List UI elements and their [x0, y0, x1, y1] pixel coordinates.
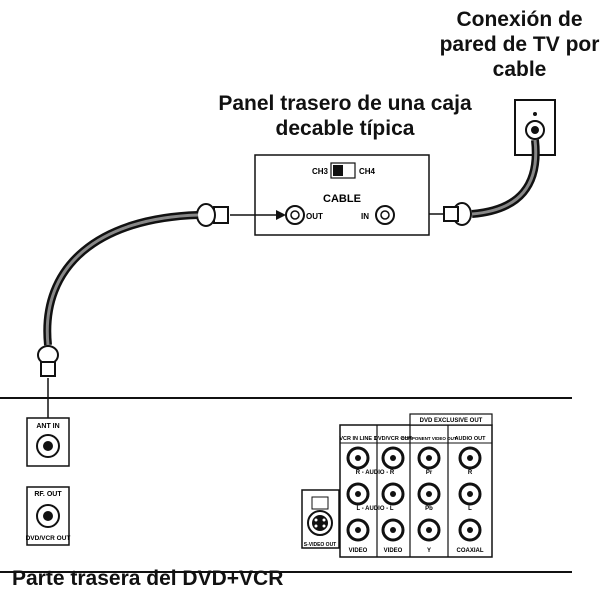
rca-jack-pin [355, 455, 361, 461]
s-video-label: S-VIDEO OUT [304, 542, 337, 548]
rf-in-jack [26, 417, 70, 467]
rca-jack-pin [426, 491, 432, 497]
rca-jack-pin [355, 527, 361, 533]
out-label: OUT [306, 212, 323, 221]
rca-jack-pin [390, 491, 396, 497]
rf-out-label: RF. OUT [34, 491, 62, 498]
rca-jack-pin [355, 491, 361, 497]
pr-label: Pr [426, 470, 433, 476]
col-component: COMPONENT VIDEO OUT [401, 436, 457, 441]
rca-jack-pin [467, 491, 473, 497]
s-video-jack [301, 489, 340, 549]
cable-box-panel [254, 154, 430, 236]
in-label: IN [361, 212, 369, 221]
video-label-2: VIDEO [384, 548, 403, 554]
coaxial-label: COAXIAL [457, 548, 484, 554]
dvd-vcr-caption: Parte trasera del DVD+VCR [12, 567, 284, 590]
wall-jack-title: Conexión de pared de TV por cable [439, 8, 600, 81]
rca-jack-pin [467, 527, 473, 533]
pb-label: Pb [425, 506, 433, 512]
y-label: Y [427, 548, 431, 554]
row-audio-l: L - AUDIO - L [357, 506, 394, 512]
col-vcr-in: VCR IN LINE 1 [339, 436, 376, 442]
rca-jack-pin [390, 527, 396, 533]
cable-box-title: Panel trasero de una caja decable típica [218, 92, 472, 140]
av-jacks [346, 446, 482, 542]
rca-jack-pin [426, 455, 432, 461]
rca-jack-pin [467, 455, 473, 461]
col-audio-out: AUDIO OUT [455, 436, 487, 442]
r-label: R [468, 470, 473, 476]
rca-jack-pin [426, 527, 432, 533]
l-label: L [468, 506, 472, 512]
rca-jack-pin [390, 455, 396, 461]
dvd-vcr-out-label: DVD/VCR OUT [26, 535, 71, 542]
rf-out-jack [26, 486, 70, 546]
rf-in-label: ANT IN [36, 423, 59, 430]
row-audio-r: R - AUDIO - R [356, 470, 395, 476]
exclusive-header: DVD EXCLUSIVE OUT [420, 418, 483, 424]
cable-label: CABLE [323, 193, 361, 205]
cable-box-to-dvd [37, 203, 286, 428]
video-label-1: VIDEO [349, 548, 368, 554]
ch3-label: CH3 [312, 167, 329, 176]
ch4-label: CH4 [359, 167, 376, 176]
col-dvd-vcr-out: DVD/VCR OUT [374, 436, 413, 442]
